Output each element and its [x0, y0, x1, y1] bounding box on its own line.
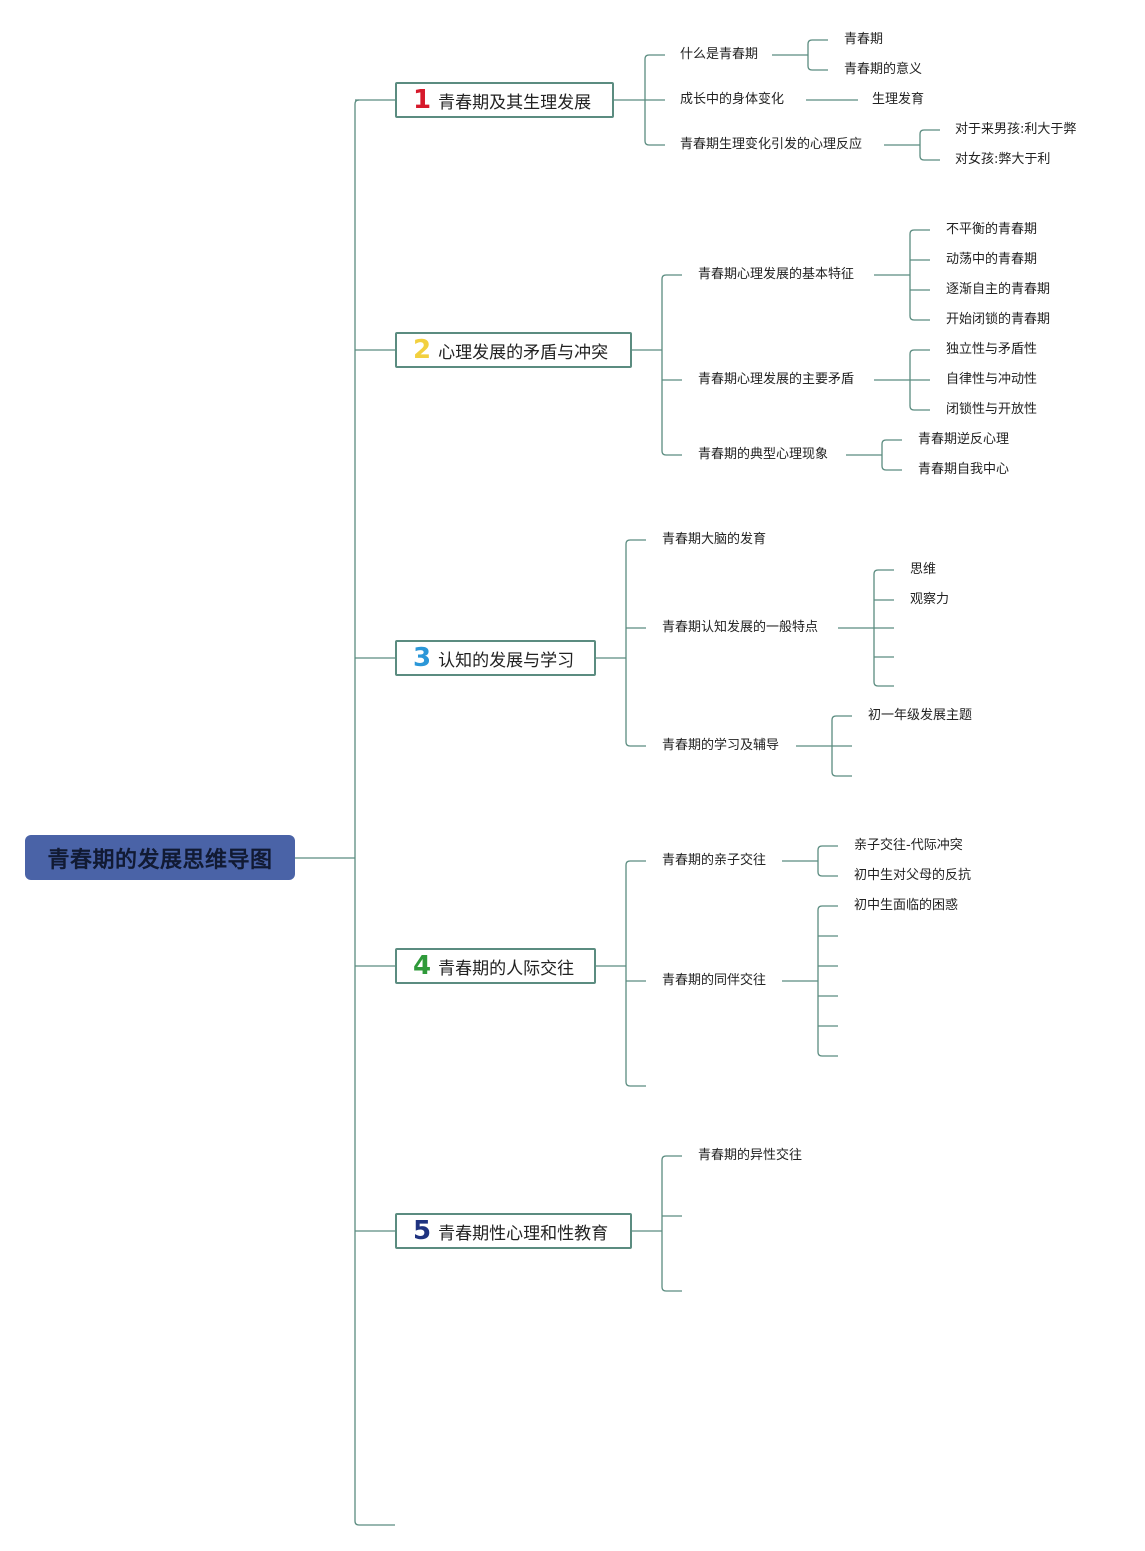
subtopic-4-1[interactable]: 青春期的亲子交往 — [662, 853, 767, 868]
subtopic-3-3-bracket-tick-2 — [831, 771, 852, 777]
spine-bottom-stub — [354, 1520, 395, 1526]
leaf-3-3-1[interactable]: 初一年级发展主题 — [868, 708, 973, 723]
subtopic-4-2[interactable]: 青春期的同伴交往 — [662, 973, 767, 988]
main-topic-5[interactable]: 5 青春期性心理和性教育 — [395, 1213, 632, 1249]
leaf-4-1-2[interactable]: 初中生对父母的反抗 — [854, 868, 972, 883]
subtopic-4-1-bracket-tick-1 — [817, 871, 838, 877]
subtopic-2-2-bracket-tick-0 — [909, 349, 930, 355]
root-topic[interactable]: 青春期的发展思维导图 — [25, 835, 295, 880]
leaf-1-3-2[interactable]: 对女孩:弊大于利 — [955, 152, 1051, 167]
subtopic-3-3[interactable]: 青春期的学习及辅导 — [662, 738, 780, 753]
leaf-4-1-1[interactable]: 亲子交往-代际冲突 — [854, 838, 963, 853]
subtopic-1-1-bracket-tick-1 — [807, 65, 828, 71]
subtopic-1-3-bracket-tick-1 — [919, 155, 940, 161]
leaf-2-1-2[interactable]: 动荡中的青春期 — [946, 252, 1038, 267]
subtopic-3-1[interactable]: 青春期大脑的发育 — [662, 532, 767, 547]
main-topic-2-number: 2 — [413, 335, 432, 365]
subtopic-3-3-bracket-tick-0 — [831, 715, 852, 721]
subtopic-5-1[interactable]: 青春期的异性交往 — [698, 1148, 803, 1163]
subtopic-2-3-bracket-tick-0 — [881, 439, 902, 445]
main-topic-4-number: 4 — [413, 951, 432, 981]
subtopic-3-2[interactable]: 青春期认知发展的一般特点 — [662, 620, 819, 635]
main-topic-1-label: 青春期及其生理发展 — [438, 92, 592, 113]
branch-5-bracket-tick-2 — [661, 1286, 682, 1292]
leaf-4-2-1[interactable]: 初中生面临的困惑 — [854, 898, 959, 913]
main-topic-5-number: 5 — [413, 1216, 432, 1246]
subtopic-2-3[interactable]: 青春期的典型心理现象 — [698, 447, 829, 462]
subtopic-3-2-bracket-tick-0 — [873, 569, 894, 575]
subtopic-2-1-bracket-tick-3 — [909, 315, 930, 321]
main-topic-2[interactable]: 2 心理发展的矛盾与冲突 — [395, 332, 632, 368]
leaf-3-2-1[interactable]: 思维 — [910, 562, 937, 577]
leaf-2-1-1[interactable]: 不平衡的青春期 — [946, 222, 1038, 237]
leaf-2-3-1[interactable]: 青春期逆反心理 — [918, 432, 1010, 447]
leaf-2-1-3[interactable]: 逐渐自主的青春期 — [946, 282, 1051, 297]
leaf-1-3-1[interactable]: 对于来男孩:利大于弊 — [955, 122, 1077, 137]
subtopic-4-2-bracket-tick-5 — [817, 1051, 838, 1057]
main-topic-3-label: 认知的发展与学习 — [438, 650, 575, 671]
leaf-2-2-1[interactable]: 独立性与矛盾性 — [946, 342, 1038, 357]
leaf-1-2-1[interactable]: 生理发育 — [872, 92, 925, 107]
main-topic-3-number: 3 — [413, 643, 432, 673]
branch-5-bracket-tick-0 — [661, 1155, 682, 1161]
subtopic-1-3[interactable]: 青春期生理变化引发的心理反应 — [680, 137, 863, 152]
leaf-2-2-2[interactable]: 自律性与冲动性 — [946, 372, 1038, 387]
branch-1-bracket-tick-2 — [644, 140, 665, 146]
subtopic-4-2-bracket-tick-0 — [817, 905, 838, 911]
subtopic-1-3-bracket-tick-0 — [919, 129, 940, 135]
subtopic-2-2[interactable]: 青春期心理发展的主要矛盾 — [698, 372, 855, 387]
branch-2-bracket-tick-2 — [661, 450, 682, 456]
leaf-3-2-2[interactable]: 观察力 — [910, 592, 950, 607]
branch-1-bracket-tick-0 — [644, 54, 665, 60]
branch-3-bracket-tick-2 — [625, 741, 646, 747]
main-topic-3[interactable]: 3 认知的发展与学习 — [395, 640, 596, 676]
subtopic-2-1-bracket-tick-0 — [909, 229, 930, 235]
leaf-1-1-2[interactable]: 青春期的意义 — [844, 62, 923, 77]
main-topic-5-label: 青春期性心理和性教育 — [438, 1223, 609, 1244]
leaf-2-1-4[interactable]: 开始闭锁的青春期 — [946, 312, 1051, 327]
main-topic-4[interactable]: 4 青春期的人际交往 — [395, 948, 596, 984]
subtopic-1-1-bracket-tick-0 — [807, 39, 828, 45]
main-topic-1[interactable]: 1 青春期及其生理发展 — [395, 82, 614, 118]
subtopic-2-2-bracket-tick-2 — [909, 405, 930, 411]
main-topic-4-label: 青春期的人际交往 — [438, 958, 575, 979]
main-topic-1-number: 1 — [413, 85, 432, 115]
branch-4-bracket-tick-2 — [625, 1081, 646, 1087]
branch-4-bracket-tick-0 — [625, 860, 646, 866]
leaf-1-1-1[interactable]: 青春期 — [844, 32, 884, 47]
leaf-2-2-3[interactable]: 闭锁性与开放性 — [946, 402, 1038, 417]
subtopic-1-1[interactable]: 什么是青春期 — [680, 47, 759, 62]
main-topic-2-label: 心理发展的矛盾与冲突 — [438, 342, 609, 363]
branch-3-bracket-tick-0 — [625, 539, 646, 545]
subtopic-2-3-bracket-tick-1 — [881, 465, 902, 471]
subtopic-4-1-bracket-tick-0 — [817, 845, 838, 851]
subtopic-2-1[interactable]: 青春期心理发展的基本特征 — [698, 267, 855, 282]
leaf-2-3-2[interactable]: 青春期自我中心 — [918, 462, 1010, 477]
branch-2-bracket-tick-0 — [661, 274, 682, 280]
spine-top-corner — [354, 99, 360, 105]
subtopic-3-2-bracket-tick-4 — [873, 681, 894, 687]
subtopic-1-2[interactable]: 成长中的身体变化 — [680, 92, 785, 107]
root-topic-label: 青春期的发展思维导图 — [47, 847, 273, 873]
